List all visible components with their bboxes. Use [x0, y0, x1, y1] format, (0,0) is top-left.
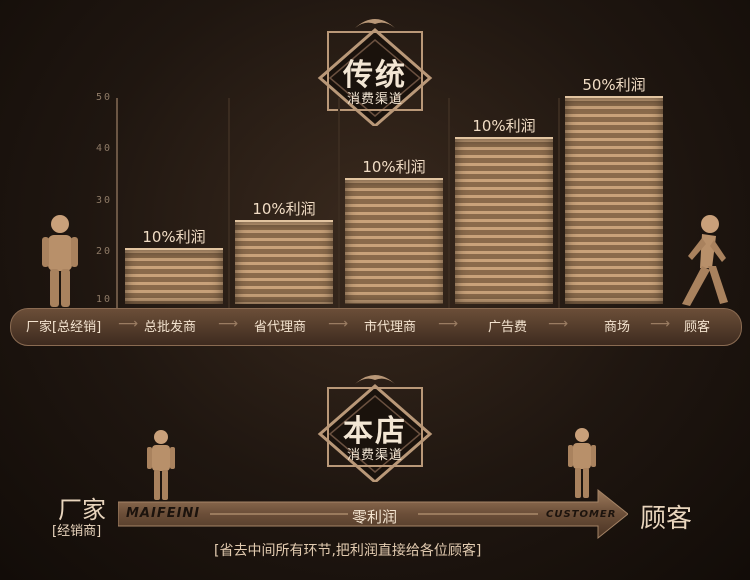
customer-tag: CUSTOMER — [546, 509, 617, 520]
bar-label-1: 10%利润 — [252, 199, 316, 218]
bar-3 — [455, 137, 553, 304]
y-tick-50: 50 — [95, 92, 112, 103]
direct-channel-arrow — [118, 488, 628, 540]
column-separator — [448, 98, 450, 308]
bar-label-0: 10%利润 — [142, 228, 206, 247]
chain-item-wholesaler: 总批发商 — [144, 320, 197, 335]
column-separator — [558, 98, 560, 308]
ornament-frame-icon — [317, 19, 433, 126]
chain-item-factory: 厂家[总经销] — [26, 320, 102, 335]
arrow-right-icon: ⟶ — [218, 316, 239, 332]
bar-1 — [235, 219, 333, 304]
traditional-channel-badge: 传统 消费渠道 — [300, 10, 450, 126]
bar-0 — [125, 248, 223, 304]
bar-label-4: 50%利润 — [582, 76, 646, 94]
arrow-right-icon: ⟶ — [548, 316, 569, 332]
y-tick-10: 10 — [95, 294, 112, 305]
arrow-right-icon: ⟶ — [438, 316, 459, 332]
person-standing-icon — [568, 428, 596, 498]
arrow-right-icon: ⟶ — [118, 316, 139, 332]
chain-item-customer: 顾客 — [684, 320, 711, 335]
zero-profit-label: 零利润 — [352, 508, 398, 526]
distribution-chain-bar — [10, 308, 742, 346]
badge-subtitle: 消费渠道 — [346, 448, 403, 463]
person-walking-icon — [682, 215, 728, 306]
person-standing-icon — [42, 215, 78, 307]
y-axis-line — [116, 98, 118, 308]
y-tick-20: 20 — [95, 246, 112, 257]
brand-label: MAIFEINI — [126, 506, 201, 521]
badge-subtitle: 消费渠道 — [346, 92, 403, 107]
bar-2 — [345, 178, 443, 304]
chain-item-city-agent: 市代理商 — [364, 320, 417, 335]
bar-label-3: 10%利润 — [472, 117, 536, 136]
distributor-label: [经销商] — [52, 524, 102, 539]
y-tick-30: 30 — [95, 195, 112, 206]
chain-item-advertising: 广告费 — [488, 320, 528, 335]
y-tick-40: 40 — [95, 143, 112, 154]
customer-label: 顾客 — [640, 504, 693, 534]
badge-title: 传统 — [343, 58, 407, 93]
chain-item-provincial-agent: 省代理商 — [254, 320, 307, 335]
person-standing-icon — [147, 430, 175, 500]
arrow-right-icon: ⟶ — [328, 316, 349, 332]
store-channel-badge: 本店 消费渠道 — [300, 366, 450, 482]
badge-title: 本店 — [343, 414, 407, 449]
bar-label-2: 10%利润 — [362, 158, 426, 177]
chain-item-mall: 商场 — [604, 320, 631, 335]
column-separator — [338, 98, 340, 308]
factory-label: 厂家 — [58, 496, 106, 524]
bar-4 — [565, 96, 663, 304]
column-separator — [228, 98, 230, 308]
caption: [省去中间所有环节,把利润直接给各位顾客] — [214, 543, 482, 559]
arrow-right-icon: ⟶ — [650, 316, 671, 332]
ornament-frame-icon — [317, 375, 433, 482]
